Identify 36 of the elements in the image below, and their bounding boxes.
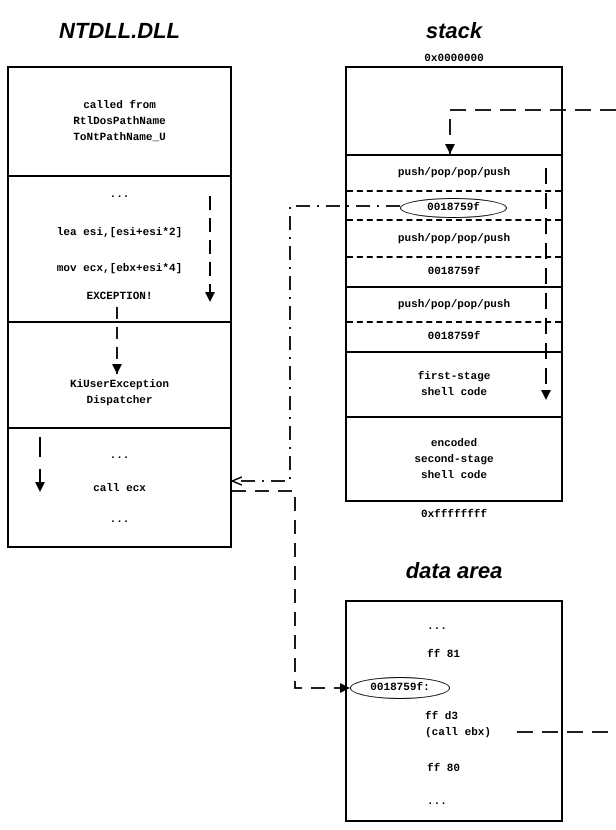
code-line: ff d3 xyxy=(425,710,458,725)
node-text: push/pop/pop/push xyxy=(396,298,512,312)
code-line: ... xyxy=(108,449,130,464)
node-text: 0018759f: xyxy=(369,680,431,696)
column-title: NTDLL.DLL xyxy=(58,18,181,44)
stack-slot xyxy=(347,190,561,221)
code-line: ff 81 xyxy=(427,648,460,663)
address-label: 0x0000000 xyxy=(423,52,485,67)
connector-arrow xyxy=(112,307,122,374)
node-text: 0018759f xyxy=(426,200,481,216)
node-text: first-stage shell code xyxy=(416,370,492,400)
code-line: lea esi,[esi+esi*2] xyxy=(56,226,184,241)
code-line: ... xyxy=(427,620,447,635)
node-text: 0018759f xyxy=(426,264,482,280)
code-line: call ecx xyxy=(92,482,147,497)
code-line: ... xyxy=(108,513,130,528)
column-title: stack xyxy=(424,18,484,44)
node-text: KiUserException Dispatcher xyxy=(68,378,170,409)
code-line: ff 80 xyxy=(427,762,460,777)
connector-arrow xyxy=(232,490,350,693)
code-line: EXCEPTION! xyxy=(85,290,154,305)
node-text: called from RtlDosPathName ToNtPathName_U xyxy=(72,98,167,146)
column-title: data area xyxy=(404,558,504,584)
code-line: ... xyxy=(427,795,447,810)
code-line: (call ebx) xyxy=(425,726,492,741)
address-label: 0xffffffff xyxy=(420,508,488,523)
address-ellipse xyxy=(350,677,450,699)
connector-arrow xyxy=(231,205,400,486)
node-text: push/pop/pop/push xyxy=(396,166,512,181)
address-ellipse xyxy=(400,198,507,218)
node-text: 0018759f xyxy=(426,330,482,345)
node-text: encoded second-stage shell code xyxy=(413,437,495,484)
code-line: mov ecx,[ebx+esi*4] xyxy=(56,262,184,277)
node-text: push/pop/pop/push xyxy=(396,232,512,246)
code-line: ... xyxy=(108,188,130,203)
connector-arrow xyxy=(445,109,616,154)
